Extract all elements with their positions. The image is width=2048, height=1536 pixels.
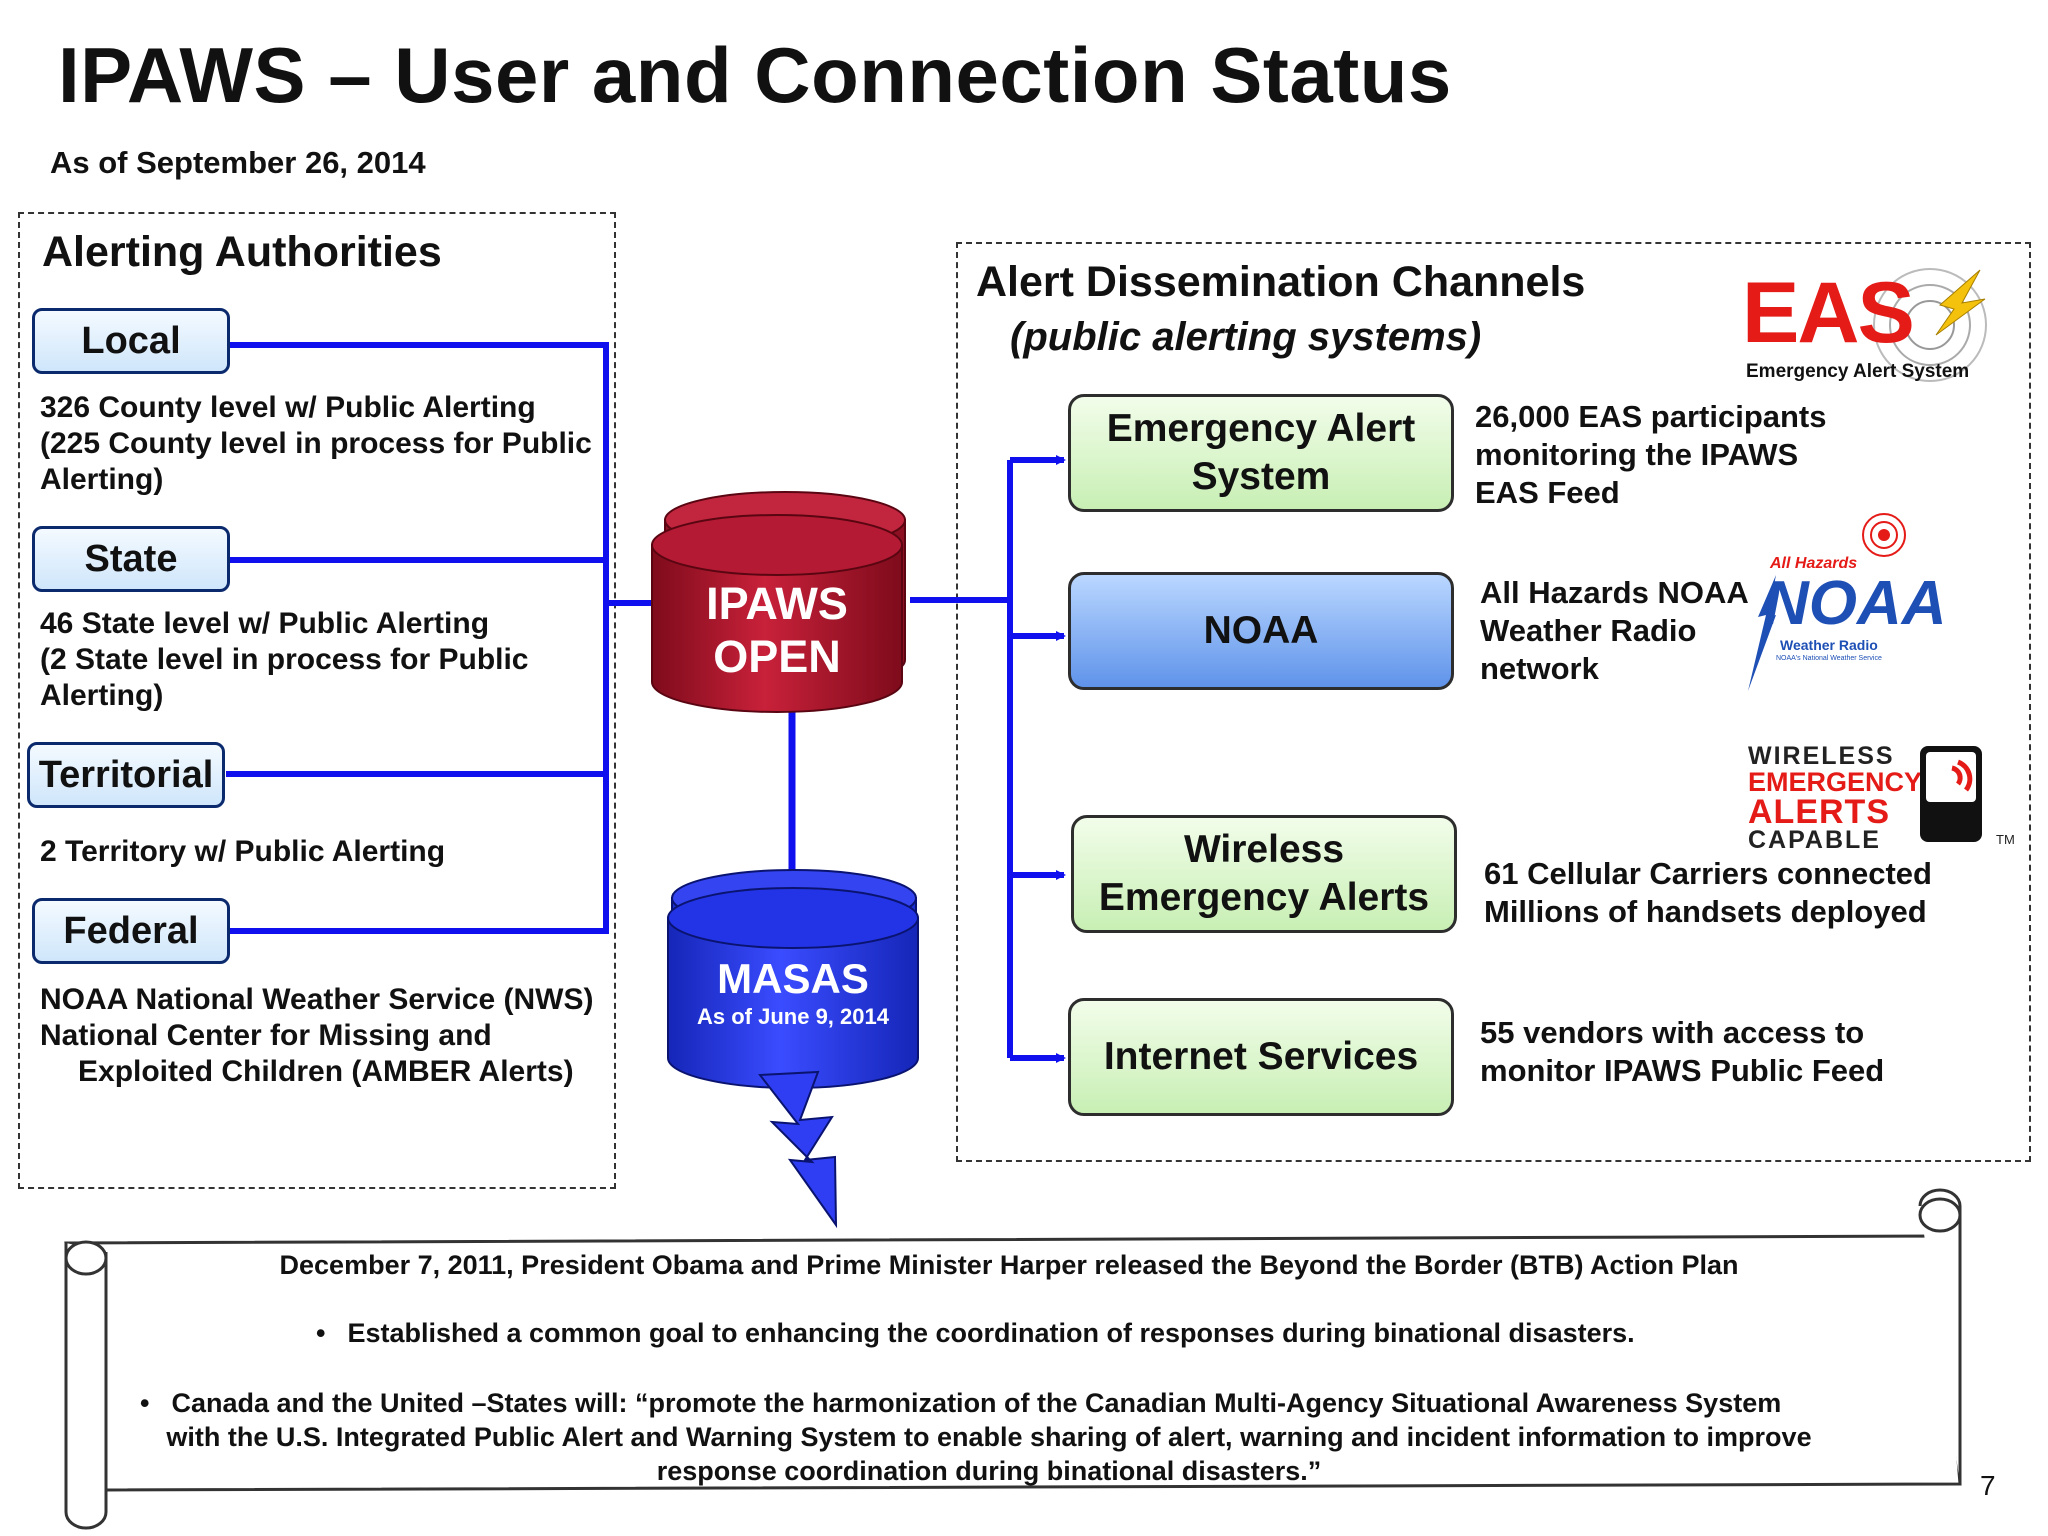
wea-logo-line4: CAPABLE <box>1748 826 1881 854</box>
phone-alert-icon <box>1920 746 1982 842</box>
page-number: 7 <box>1980 1470 1996 1501</box>
alerting-authorities-panel <box>18 212 616 1189</box>
channels-heading: Alert Dissemination Channels <box>976 258 1586 306</box>
noaa-logo-top: All Hazards <box>1770 555 1858 572</box>
wea-logo-line2: EMERGENCY <box>1748 767 1923 797</box>
internet-services-box: Internet Services <box>1068 998 1454 1116</box>
eas-logo-subtext: Emergency Alert System <box>1746 361 1970 382</box>
noaa-logo-sub: Weather Radio <box>1780 637 1878 653</box>
btb-announcement: December 7, 2011, President Obama and Pr… <box>279 1250 1739 1280</box>
eas-logo-graphic <box>1873 268 1987 382</box>
federal-authority-box: Federal <box>32 898 230 964</box>
channel-connectors <box>910 460 1013 1058</box>
wea-logo-tm: TM <box>1996 832 2015 847</box>
channels-subheading: (public alerting systems) <box>1010 315 1482 359</box>
local-authority-description: 326 County level w/ Public Alerting (225… <box>40 391 592 496</box>
wea-logo-line3: ALERTS <box>1748 793 1890 831</box>
masas-label: MASAS As of June 9, 2014 <box>697 955 889 1029</box>
authority-connectors <box>226 342 660 934</box>
as-of-date: As of September 26, 2014 <box>50 145 426 180</box>
ipaws-open-label: IPAWS OPEN <box>706 578 848 682</box>
channel-arrows <box>1010 455 1066 1063</box>
noaa-radio-tower-icon <box>1748 513 1906 691</box>
state-authority-description: 46 State level w/ Public Alerting (2 Sta… <box>40 607 529 712</box>
ipaws-open-database-icon <box>651 491 906 713</box>
alerting-authorities-heading: Alerting Authorities <box>42 228 442 276</box>
eas-logo-text: EAS <box>1742 265 1915 361</box>
lightning-bolt-icon <box>758 1070 838 1229</box>
territorial-authority-description: 2 Territory w/ Public Alerting <box>40 835 446 868</box>
noaa-description: All Hazards NOAA Weather Radio network <box>1480 575 1749 686</box>
local-authority-box: Local <box>32 308 230 374</box>
eas-description: 26,000 EAS participants monitoring the I… <box>1475 399 1827 510</box>
eas-logo: EAS Emergency Alert System <box>1740 265 2022 390</box>
wea-capable-logo: WIRELESS EMERGENCY ALERTS CAPABLE TM <box>1748 742 2018 854</box>
noaa-logo-text: NOAA <box>1764 569 1947 638</box>
page-title: IPAWS – User and Connection Status <box>58 31 1452 119</box>
state-authority-box: State <box>32 526 230 592</box>
noaa-logo-tiny: NOAA's National Weather Service <box>1776 655 1882 662</box>
noaa-weather-radio-logo: All Hazards NOAA Weather Radio NOAA's Na… <box>1746 505 1947 695</box>
territorial-authority-box: Territorial <box>27 742 225 808</box>
wea-description: 61 Cellular Carriers connected Millions … <box>1484 856 1932 929</box>
noaa-box: NOAA <box>1068 572 1454 690</box>
masas-database-icon <box>667 869 919 1089</box>
federal-authority-description: NOAA National Weather Service (NWS) Nati… <box>40 983 594 1088</box>
btb-bullet-2-continuation: with the U.S. Integrated Public Alert an… <box>166 1422 1812 1486</box>
alert-dissemination-panel <box>956 242 2031 1162</box>
internet-services-description: 55 vendors with access to monitor IPAWS … <box>1480 1015 1885 1088</box>
scroll-banner <box>64 1188 1962 1530</box>
wea-logo-line1: WIRELESS <box>1748 742 1895 770</box>
btb-bullet-1: •Established a common goal to enhancing … <box>316 1318 1635 1348</box>
btb-bullet-2: •Canada and the United –States will: “pr… <box>140 1388 1782 1418</box>
